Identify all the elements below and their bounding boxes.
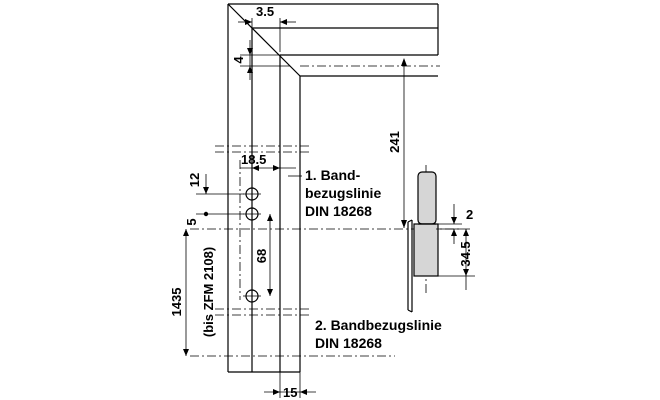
label-line-2-a: 2. Bandbezugslinie [315,317,442,333]
dim-5: 5 [184,211,244,226]
dim-15-text: 15 [283,385,297,400]
dim-12-text: 12 [187,173,202,187]
label-line-1-a: 1. Band- [305,167,361,183]
dim-1435-text: 1435 [169,288,184,317]
dim-241-text: 241 [387,131,402,153]
dim-15: 15 [264,372,316,400]
dim-4: 4 [231,40,290,80]
dim-5-text: 5 [184,218,199,225]
label-line-1-c: DIN 18268 [305,203,372,219]
label-line-1-b: bezugslinie [305,185,381,201]
dim-3-5-text: 3.5 [256,4,274,19]
dim-68: 68 [254,214,273,296]
label-line-2: 2. Bandbezugslinie DIN 18268 [315,317,442,351]
label-line-1: 1. Band- bezugslinie DIN 18268 [288,167,381,219]
drill-holes [243,185,261,305]
dim-18-5-text: 18.5 [241,152,266,167]
dim-34-5: 34.5 [438,229,475,290]
dim-2: 2 [436,204,473,244]
dim-68-text: 68 [254,249,269,263]
hinge [407,171,439,313]
dim-2-text: 2 [466,207,473,222]
dim-18-5: 18.5 [240,152,296,171]
break-lines [215,145,310,316]
dim-3-5: 3.5 [238,4,296,52]
dim-12: 12 [187,173,244,195]
dim-bis-zfm-text: (bis ZFM 2108) [201,247,216,337]
dim-34-5-text: 34.5 [458,241,473,266]
dim-1435: 1435 (bis ZFM 2108) [169,229,216,356]
dim-241: 241 [387,58,407,228]
label-line-2-b: DIN 18268 [315,335,382,351]
dim-4-text: 4 [231,56,246,64]
